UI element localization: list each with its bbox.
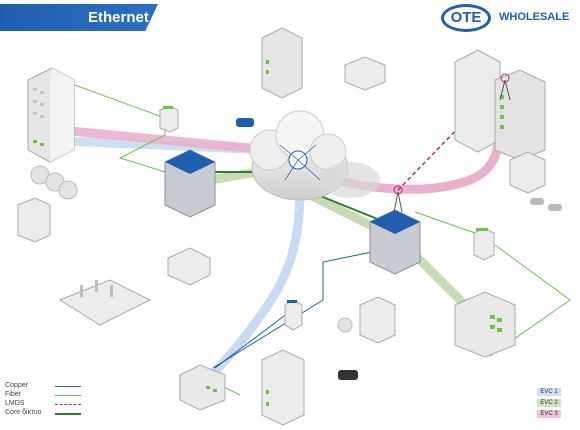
tree-icon — [30, 165, 353, 333]
cabinet-top-copper — [287, 300, 297, 303]
line-legend: Copper Fiber LMDS Core δίκτυο — [5, 382, 85, 418]
cabinet-icon — [473, 227, 495, 261]
car-icon — [236, 118, 562, 380]
fiber-line-1 — [71, 83, 166, 119]
cabinet-icon — [284, 299, 303, 331]
house-icon — [167, 247, 211, 286]
house-icon — [344, 56, 386, 91]
copper-line-2 — [214, 309, 293, 369]
cloud-network-icon — [249, 110, 380, 201]
factory-icon — [58, 279, 152, 326]
evc2-badge: EVC 2 — [537, 399, 561, 407]
legend-item-copper: Copper — [5, 382, 85, 391]
copper-line-1 — [212, 251, 373, 369]
fiber-line-4 — [489, 244, 571, 357]
evc3-band — [59, 125, 271, 155]
house-icon — [509, 151, 546, 194]
building-icon-bottom-left — [179, 364, 226, 411]
cell-tower-icon — [393, 73, 511, 213]
building-icon-central-right — [369, 209, 421, 275]
page-title: Ethernet — [88, 9, 149, 26]
cabinet-top-fiber — [476, 228, 488, 231]
fiber-line-3 — [414, 211, 476, 234]
legend-item-fiber: Fiber — [5, 391, 85, 400]
evc1-badge: EVC 1 — [537, 388, 561, 396]
ote-logo-mark: OTE — [441, 4, 491, 32]
cabinet-icon — [159, 105, 179, 133]
legend-item-core: Core δίκτυο — [5, 409, 85, 418]
building-icon-right-tower — [454, 49, 546, 161]
cabinet-top-fiber — [163, 106, 173, 109]
legend-item-lmds: LMDS — [5, 400, 85, 409]
house-icon — [17, 197, 51, 243]
house-icon — [359, 296, 396, 344]
ote-wholesale-logo: OTE WHOLESALE — [441, 4, 577, 34]
evc3-badge: EVC 3 — [537, 410, 561, 418]
building-icon-bottom-right — [454, 291, 516, 358]
building-icon-bottom-center — [261, 349, 305, 426]
logo-wordmark: WHOLESALE — [499, 11, 570, 23]
building-icon-hq-left — [27, 67, 75, 163]
building-icon-top — [261, 27, 303, 99]
building-icon-central-left — [164, 149, 216, 218]
evc1-band-down — [211, 189, 305, 375]
page-title-tab: Ethernet — [0, 4, 158, 31]
